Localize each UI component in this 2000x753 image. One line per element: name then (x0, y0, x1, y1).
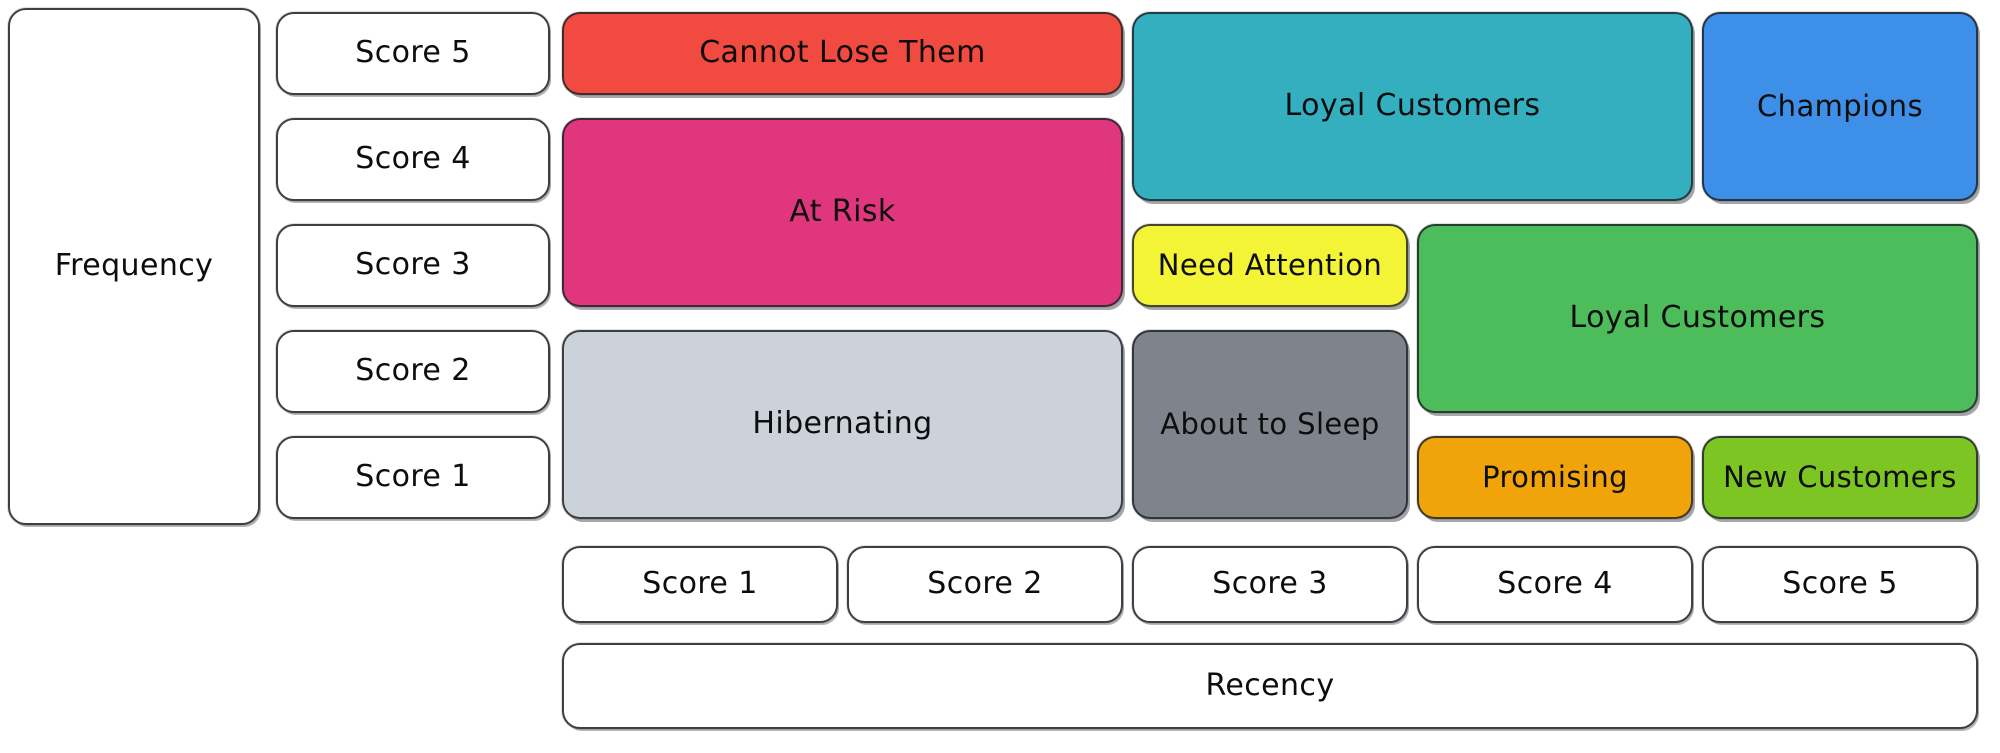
frequency-score-box[interactable]: Score 1 (276, 436, 550, 519)
frequency-score-box[interactable]: Score 2 (276, 330, 550, 413)
recency-score-box[interactable]: Score 1 (562, 546, 838, 623)
recency-score-label: Score 1 (642, 566, 758, 602)
segment-at-risk[interactable]: At Risk (562, 118, 1123, 307)
segment-label: At Risk (789, 194, 896, 230)
frequency-score-label: Score 1 (355, 459, 471, 495)
segment-label: Cannot Lose Them (699, 35, 986, 71)
frequency-score-label: Score 2 (355, 353, 471, 389)
frequency-score-label: Score 5 (355, 35, 471, 71)
segment-label: New Customers (1723, 459, 1957, 494)
recency-score-label: Score 5 (1782, 566, 1898, 602)
segment-loyal-customers-teal[interactable]: Loyal Customers (1132, 12, 1693, 201)
segment-new-customers[interactable]: New Customers (1702, 436, 1978, 519)
recency-score-box[interactable]: Score 4 (1417, 546, 1693, 623)
frequency-score-box[interactable]: Score 3 (276, 224, 550, 307)
segment-cannot-lose-them[interactable]: Cannot Lose Them (562, 12, 1123, 95)
frequency-score-box[interactable]: Score 4 (276, 118, 550, 201)
recency-score-box[interactable]: Score 3 (1132, 546, 1408, 623)
recency-score-box[interactable]: Score 2 (847, 546, 1123, 623)
segment-label: Champions (1757, 88, 1923, 123)
segment-label: Loyal Customers (1569, 300, 1826, 336)
segment-champions[interactable]: Champions (1702, 12, 1978, 201)
segment-label: Promising (1482, 459, 1628, 494)
recency-score-label: Score 4 (1497, 566, 1613, 602)
segment-loyal-customers-green[interactable]: Loyal Customers (1417, 224, 1978, 413)
segment-need-attention[interactable]: Need Attention (1132, 224, 1408, 307)
frequency-score-label: Score 4 (355, 141, 471, 177)
frequency-axis-label: Frequency (8, 8, 260, 525)
segment-label: About to Sleep (1160, 406, 1380, 441)
recency-score-label: Score 2 (927, 566, 1043, 602)
segment-label: Loyal Customers (1284, 88, 1541, 124)
segment-about-to-sleep[interactable]: About to Sleep (1132, 330, 1408, 519)
frequency-axis-text: Frequency (54, 248, 214, 284)
segment-hibernating[interactable]: Hibernating (562, 330, 1123, 519)
recency-score-label: Score 3 (1212, 566, 1328, 602)
segment-label: Need Attention (1157, 247, 1383, 282)
frequency-score-box[interactable]: Score 5 (276, 12, 550, 95)
recency-axis-text: Recency (1205, 667, 1335, 703)
segment-label: Hibernating (752, 406, 933, 442)
recency-axis-label: Recency (562, 643, 1978, 729)
segment-promising[interactable]: Promising (1417, 436, 1693, 519)
frequency-score-label: Score 3 (355, 247, 471, 283)
recency-score-box[interactable]: Score 5 (1702, 546, 1978, 623)
